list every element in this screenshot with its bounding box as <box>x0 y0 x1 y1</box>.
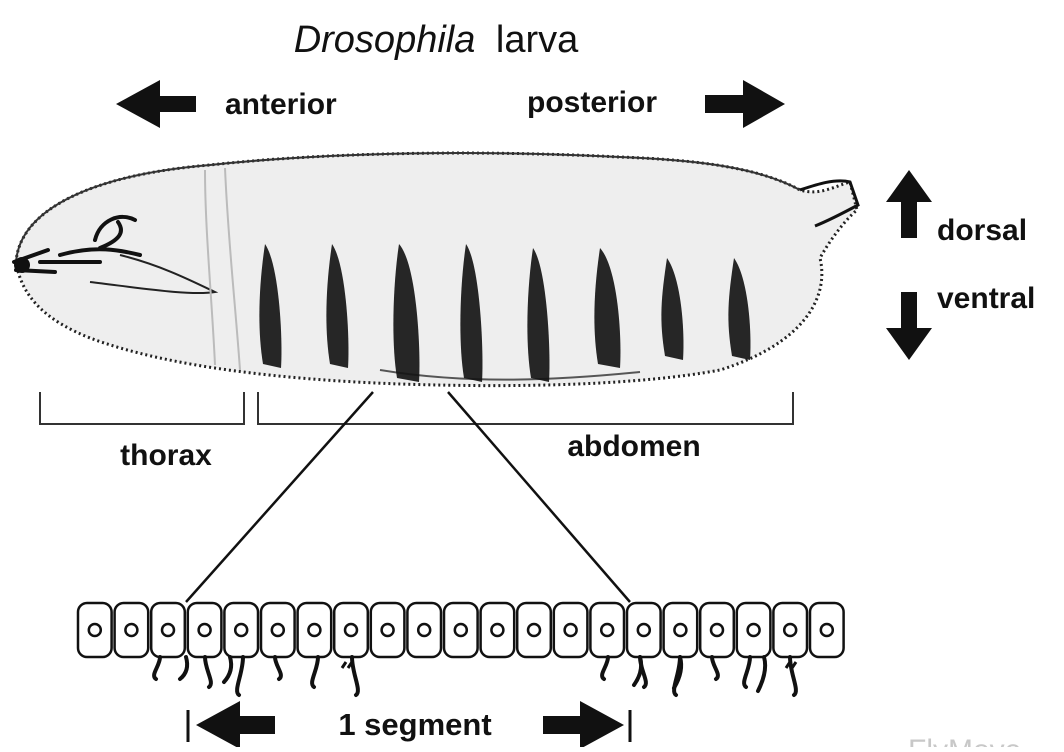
cell-nucleus <box>89 624 101 636</box>
epidermal-cell-row <box>78 603 844 657</box>
dorsal-label: dorsal <box>937 214 1027 247</box>
watermark-logo: FlyMove <box>908 734 1021 747</box>
cell-nucleus <box>491 624 503 636</box>
segment-left-arrow-icon <box>196 701 275 747</box>
epidermal-cell <box>481 603 515 657</box>
epidermal-cell <box>737 603 771 657</box>
thorax-label: thorax <box>120 439 212 472</box>
cell-nucleus <box>565 624 577 636</box>
denticle-hair <box>758 657 765 691</box>
denticle-hair <box>712 657 718 679</box>
abdomen-label: abdomen <box>567 430 700 463</box>
cell-nucleus <box>674 624 686 636</box>
epidermal-cell <box>371 603 405 657</box>
epidermal-cell <box>773 603 807 657</box>
epidermal-cell <box>298 603 332 657</box>
cell-nucleus <box>821 624 833 636</box>
denticle-hair <box>602 657 608 679</box>
epidermal-cell <box>224 603 258 657</box>
cell-nucleus <box>345 624 357 636</box>
denticle-hair <box>180 657 187 679</box>
denticle-hair <box>342 662 352 668</box>
posterior-label: posterior <box>527 86 657 119</box>
epidermal-cell <box>151 603 185 657</box>
epidermal-cell <box>78 603 112 657</box>
segment-label: 1 segment <box>338 707 491 742</box>
cell-nucleus <box>272 624 284 636</box>
thorax-bracket <box>40 392 244 424</box>
cell-nucleus <box>382 624 394 636</box>
larva-outline <box>16 153 857 386</box>
cell-nucleus <box>308 624 320 636</box>
mouth-hooks <box>14 257 30 273</box>
cell-nucleus <box>125 624 137 636</box>
cell-nucleus <box>199 624 211 636</box>
title-stage: larva <box>496 19 579 61</box>
cell-nucleus <box>162 624 174 636</box>
epidermal-cell <box>334 603 368 657</box>
epidermal-cell <box>261 603 295 657</box>
title-species: Drosophila <box>294 19 476 61</box>
denticle-hair <box>205 657 211 687</box>
diagram-title: Drosophila larva <box>294 19 579 61</box>
cell-nucleus <box>638 624 650 636</box>
cell-nucleus <box>455 624 467 636</box>
epidermal-cell <box>627 603 661 657</box>
cell-nucleus <box>528 624 540 636</box>
cell-nucleus <box>784 624 796 636</box>
epidermal-cell <box>664 603 698 657</box>
cell-nucleus <box>748 624 760 636</box>
epidermal-cell <box>188 603 222 657</box>
epidermal-cell <box>407 603 441 657</box>
epidermal-cell <box>554 603 588 657</box>
ventral-label: ventral <box>937 282 1035 315</box>
larva-body <box>14 153 858 386</box>
posterior-arrow-icon <box>705 80 785 128</box>
epidermal-cell <box>444 603 478 657</box>
epidermal-cell <box>115 603 149 657</box>
denticle-hair <box>237 657 243 695</box>
denticle-hair <box>312 657 318 687</box>
epidermal-cell <box>810 603 844 657</box>
denticle-hair <box>154 657 160 679</box>
abdomen-bracket <box>258 392 793 424</box>
cell-nucleus <box>418 624 430 636</box>
dorsal-arrow-icon <box>886 170 932 238</box>
denticle-hair <box>634 657 641 685</box>
epidermal-cell <box>700 603 734 657</box>
denticle-hair <box>275 657 281 679</box>
segment-right-arrow-icon <box>543 701 624 747</box>
anterior-label: anterior <box>225 88 337 121</box>
cell-nucleus <box>235 624 247 636</box>
denticle-hair <box>744 657 750 687</box>
epidermal-cell <box>590 603 624 657</box>
ventral-arrow-icon <box>886 292 932 360</box>
anterior-arrow-icon <box>116 80 196 128</box>
denticle-hairs <box>154 657 796 695</box>
denticle-hair <box>224 657 231 682</box>
cell-nucleus <box>711 624 723 636</box>
cell-nucleus <box>601 624 613 636</box>
epidermal-cell <box>517 603 551 657</box>
